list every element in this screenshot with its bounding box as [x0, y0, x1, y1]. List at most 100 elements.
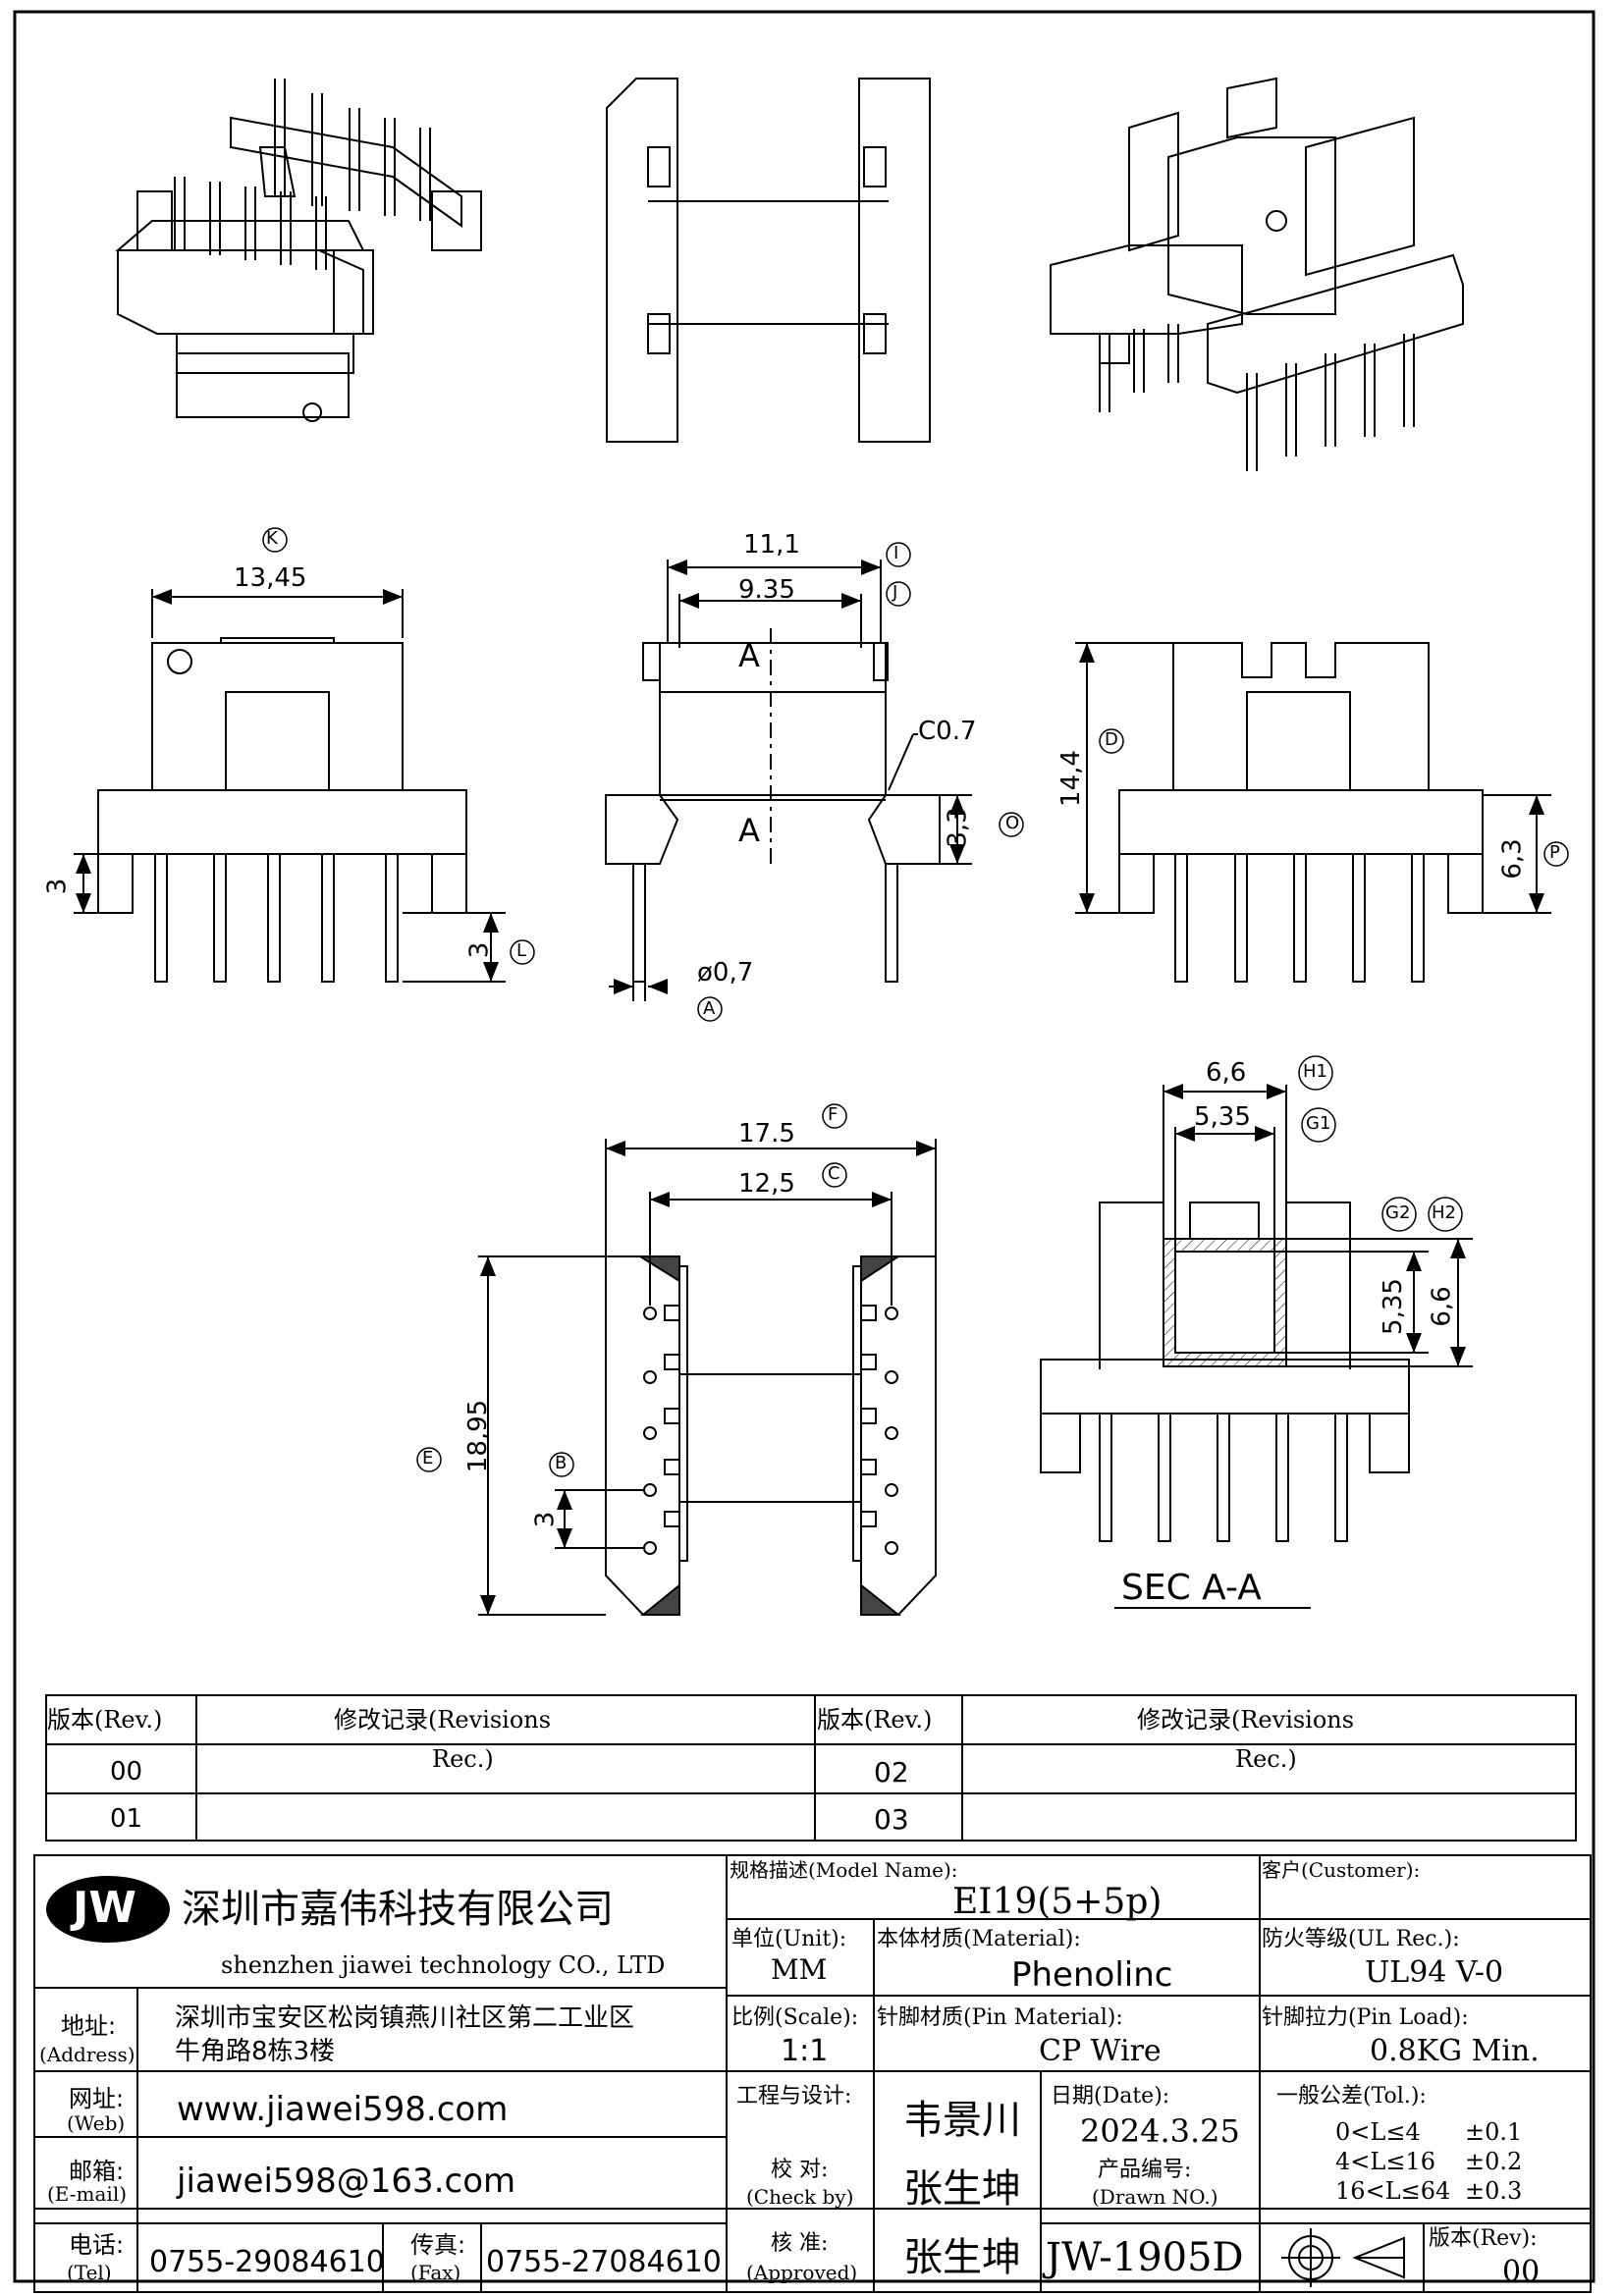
checker-name: 张生坤 [903, 2166, 1021, 2212]
company-name-cn: 深圳市嘉伟科技有限公司 [182, 1887, 614, 1932]
front-view [605, 560, 972, 1001]
rec-header-right-2: Rec.) [1235, 1745, 1297, 1773]
date-value: 2024.3.25 [1080, 2112, 1240, 2150]
iso-view-right [1050, 77, 1464, 471]
tag-k: K [266, 528, 278, 549]
company-name-en: shenzhen jiawei technology CO., LTD [221, 1951, 666, 1979]
iso-view-top [606, 78, 931, 443]
approve-label: 核 准: [771, 2231, 829, 2256]
telephone: 0755-29084610 [149, 2245, 385, 2279]
tag-b: B [555, 1453, 568, 1473]
section-mark-top: A [738, 637, 760, 674]
tag-i: I [893, 543, 899, 563]
section-view [1040, 1084, 1473, 1609]
fax-label: 传真: [410, 2231, 466, 2259]
designer-name: 韦景川 [903, 2098, 1021, 2143]
rev-label: 版本(Rev): [1429, 2226, 1538, 2251]
rec-header-left-2: Rec.) [432, 1745, 494, 1773]
unit-value: MM [771, 1953, 828, 1986]
web-label: 网址: [69, 2085, 125, 2112]
tol-value-3: ±0.3 [1465, 2177, 1523, 2205]
rec-header-left: 修改记录(Revisions [334, 1706, 552, 1734]
fax-label-en: (Fax) [410, 2261, 461, 2284]
material-label: 本体材质(Material): [877, 1927, 1081, 1951]
email-label: 邮箱: [69, 2158, 125, 2185]
tag-h1: H1 [1303, 1061, 1327, 1082]
dim-9-35: 9.35 [738, 575, 795, 605]
section-label: SEC A-A [1121, 1568, 1262, 1608]
tag-o: O [1005, 813, 1020, 833]
check-label-en: (Check by) [746, 2185, 854, 2209]
address-label: 地址: [61, 2012, 117, 2040]
email-label-en: (E-mail) [47, 2182, 128, 2206]
model-label: 规格描述(Model Name): [730, 1858, 958, 1882]
dim-13-45: 13,45 [234, 563, 307, 593]
dim-11-1: 11,1 [743, 530, 800, 560]
tag-l: L [516, 940, 527, 961]
reference-tags [262, 527, 1569, 1477]
address-line-2: 牛角路8栋3楼 [175, 2037, 336, 2066]
dim-6-3: 6,3 [1497, 838, 1528, 880]
unit-label: 单位(Unit): [731, 1927, 847, 1951]
tag-j: J [893, 582, 898, 603]
dim-3-3: 3,3 [943, 807, 973, 848]
tag-h2: H2 [1432, 1202, 1456, 1223]
material-value: Phenolinc [1011, 1955, 1173, 1995]
tag-e: E [422, 1448, 434, 1468]
dim-14-4: 14,4 [1055, 750, 1086, 807]
ul-value: UL94 V-0 [1365, 1955, 1504, 1990]
iso-view-left [115, 79, 482, 422]
rev-header-left: 版本(Rev.) [47, 1706, 163, 1734]
tag-d: D [1105, 729, 1118, 750]
company-logo: JW [73, 1883, 136, 1933]
sheet-border [13, 10, 1596, 2283]
dim-5-35-top: 5,35 [1194, 1102, 1251, 1132]
design-label: 工程与设计: [736, 2084, 852, 2109]
web-label-en: (Web) [67, 2111, 126, 2135]
approver-name: 张生坤 [903, 2235, 1021, 2280]
revision-table [45, 1694, 1577, 1842]
drawn-no-label: 产品编号: [1098, 2158, 1192, 2182]
tel-label: 电话: [69, 2231, 125, 2259]
dim-pin-dia: ø0,7 [697, 958, 754, 988]
dim-6-6-top: 6,6 [1206, 1058, 1247, 1088]
tag-c: C [828, 1163, 840, 1184]
tol-value-2: ±0.2 [1465, 2148, 1523, 2175]
fax: 0755-27084610 [486, 2245, 722, 2279]
tag-a: A [703, 998, 716, 1019]
rev-00: 00 [110, 1757, 143, 1787]
check-label: 校 对: [771, 2158, 829, 2182]
pin-load-label: 针脚拉力(Pin Load): [1262, 2005, 1469, 2030]
rev-header-right: 版本(Rev.) [817, 1706, 933, 1734]
tel-label-en: (Tel) [67, 2261, 112, 2284]
bottom-view [478, 1139, 937, 1616]
tag-g1: G1 [1306, 1113, 1331, 1134]
tolerance-label: 一般公差(Tol.): [1276, 2084, 1427, 2109]
scale-value: 1:1 [781, 2034, 829, 2068]
section-mark-bottom: A [738, 812, 760, 849]
address-label-en: (Address) [39, 2043, 135, 2066]
rev-value: 00 [1502, 2255, 1541, 2289]
side-view-right [1075, 642, 1551, 983]
tol-range-1: 0<L≤4 [1335, 2118, 1421, 2146]
tag-p: P [1549, 842, 1560, 863]
pin-load-value: 0.8KG Min. [1370, 2034, 1540, 2068]
email: jiawei598@163.com [177, 2162, 516, 2201]
address-line-1: 深圳市宝安区松岗镇燕川社区第二工业区 [175, 2003, 635, 2033]
scale-label: 比例(Scale): [731, 2005, 859, 2030]
rec-header-right: 修改记录(Revisions [1137, 1706, 1355, 1734]
date-label: 日期(Date): [1051, 2084, 1170, 2109]
tol-range-2: 4<L≤16 [1335, 2148, 1435, 2175]
dim-17-5: 17.5 [738, 1119, 795, 1148]
dim-pin-l: 3 [464, 941, 495, 959]
model-name: EI19(5+5p) [952, 1882, 1163, 1922]
customer-label: 客户(Customer): [1262, 1858, 1421, 1882]
dim-3-left: 3 [42, 878, 73, 895]
drawn-no-label-en: (Drawn NO.) [1092, 2185, 1218, 2209]
dim-6-6-side: 6,6 [1427, 1286, 1457, 1327]
dim-5-35-side: 5,35 [1378, 1278, 1408, 1335]
dim-18-95: 18,95 [463, 1399, 494, 1473]
rev-02: 02 [874, 1756, 909, 1789]
tag-f: F [828, 1104, 839, 1125]
